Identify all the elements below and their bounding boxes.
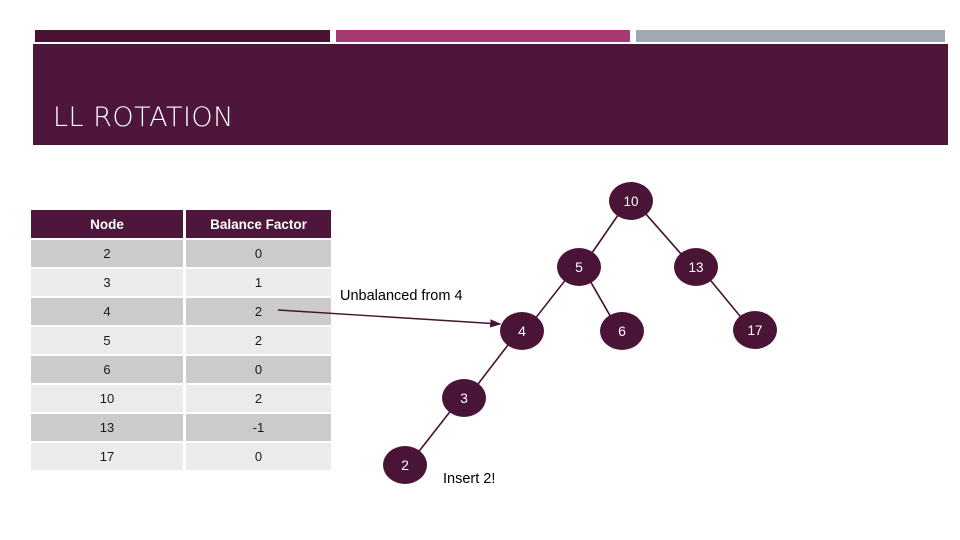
insert-label: Insert 2!	[443, 471, 496, 487]
cell-node: 17	[31, 443, 186, 470]
tree-edge	[709, 279, 742, 318]
tree-edge	[591, 214, 619, 254]
cell-balance-factor: 2	[186, 327, 331, 354]
cell-balance-factor: 1	[186, 269, 331, 296]
cell-balance-factor: 0	[186, 240, 331, 267]
title-band: LL ROTATION	[33, 44, 948, 145]
cell-node: 13	[31, 414, 186, 441]
tree-node-6: 6	[600, 312, 644, 350]
cell-node: 5	[31, 327, 186, 354]
cell-balance-factor: -1	[186, 414, 331, 441]
tree-edge	[477, 344, 509, 385]
header-strip-gray	[636, 30, 945, 42]
header-strip-dark	[35, 30, 330, 42]
cell-balance-factor: 0	[186, 443, 331, 470]
page-title: LL ROTATION	[53, 102, 234, 133]
cell-node: 2	[31, 240, 186, 267]
tree-node-3: 3	[442, 379, 486, 417]
table-header-row: Node Balance Factor	[31, 210, 331, 238]
tree-node-4: 4	[500, 312, 544, 350]
cell-balance-factor: 2	[186, 385, 331, 412]
unbalanced-label: Unbalanced from 4	[340, 288, 463, 304]
column-header-balance-factor: Balance Factor	[186, 210, 331, 238]
table-row: 13-1	[31, 414, 331, 441]
column-header-node: Node	[31, 210, 186, 238]
tree-node-17: 17	[733, 311, 777, 349]
tree-node-2: 2	[383, 446, 427, 484]
cell-node: 4	[31, 298, 186, 325]
tree-edge	[535, 279, 566, 319]
tree-edge	[645, 213, 682, 255]
tree-node-5: 5	[557, 248, 601, 286]
cell-balance-factor: 2	[186, 298, 331, 325]
tree-edge	[590, 281, 611, 317]
tree-edge	[418, 411, 451, 452]
header-strip-accent	[336, 30, 630, 42]
tree-node-10: 10	[609, 182, 653, 220]
cell-balance-factor: 0	[186, 356, 331, 383]
cell-node: 10	[31, 385, 186, 412]
cell-node: 3	[31, 269, 186, 296]
cell-node: 6	[31, 356, 186, 383]
tree-node-13: 13	[674, 248, 718, 286]
